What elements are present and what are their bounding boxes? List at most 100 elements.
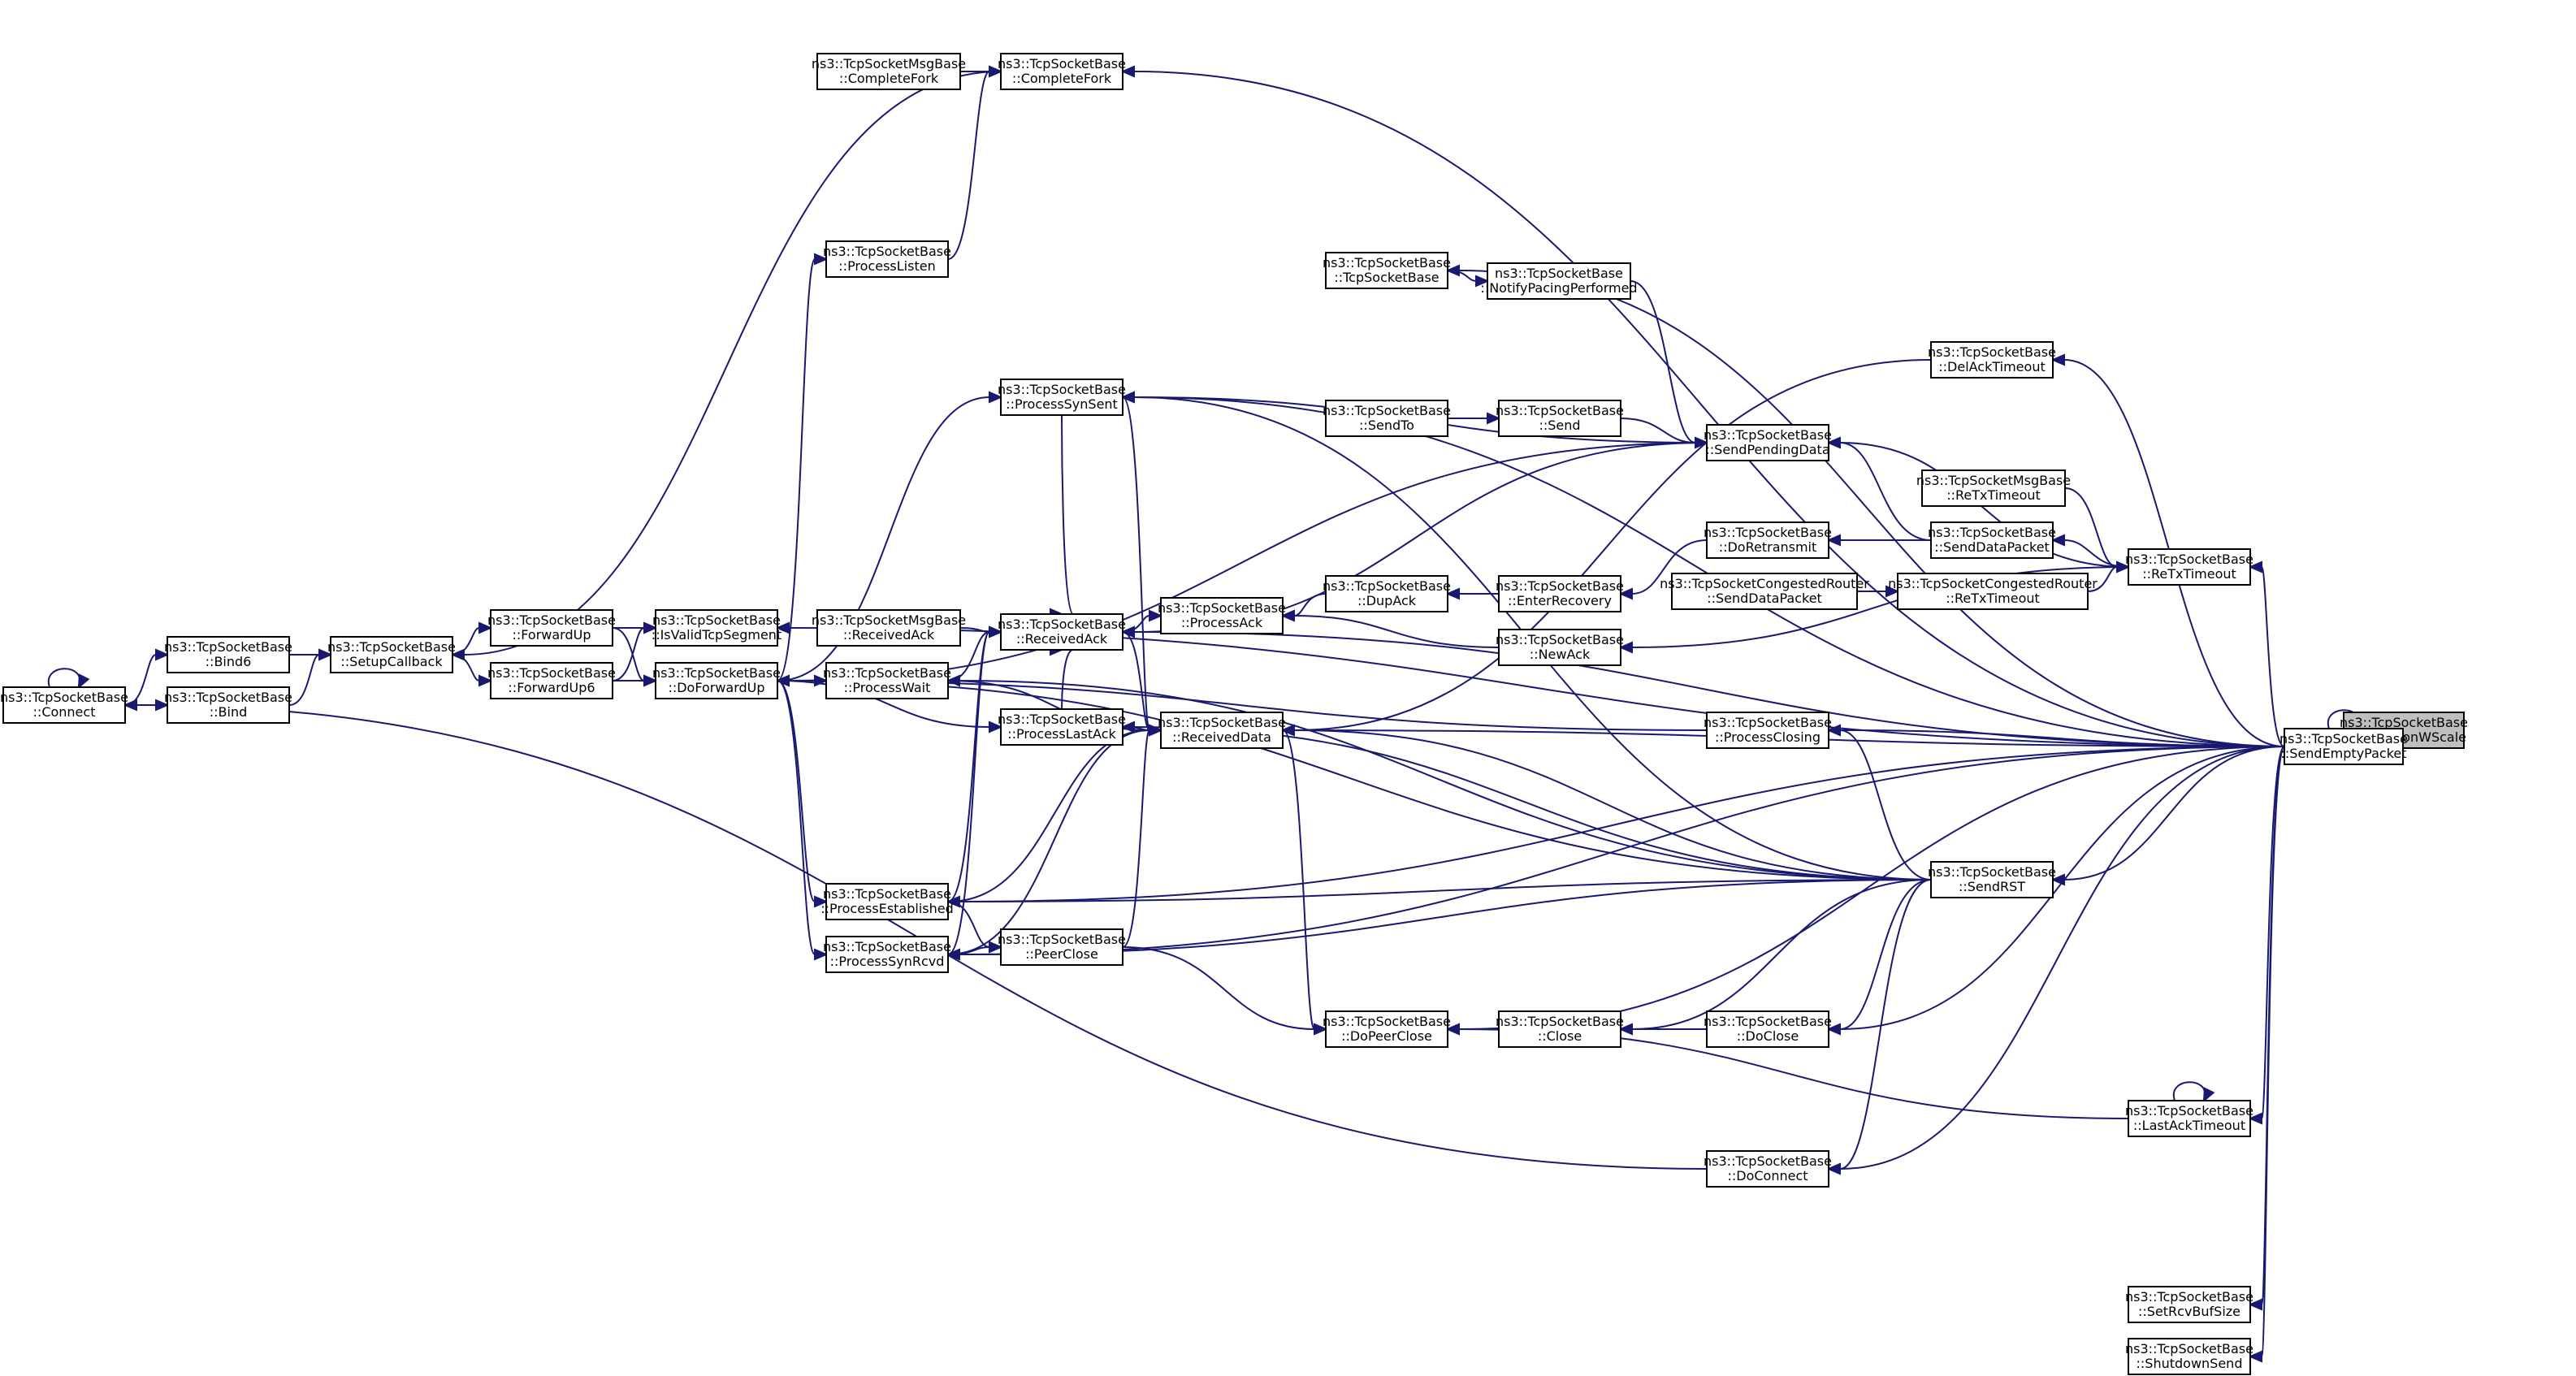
node-new-ack[interactable]: ns3::TcpSocketBase::NewAck	[1496, 629, 1624, 666]
node-do-forward-up[interactable]: ns3::TcpSocketBase::DoForwardUp	[652, 662, 781, 699]
node-msg-re-tx-timeout[interactable]: ns3::TcpSocketMsgBase::ReTxTimeout	[1916, 469, 2071, 507]
node-del-ack-timeout[interactable]: ns3::TcpSocketBase::DelAckTimeout	[1928, 341, 2056, 379]
node-enter-recovery[interactable]: ns3::TcpSocketBase::EnterRecovery	[1496, 575, 1624, 612]
edge-ProcessSynSent-to-ReceivedData	[1122, 396, 1163, 737]
node-bind6[interactable]: ns3::TcpSocketBase::Bind6	[164, 636, 292, 673]
node-send-data-packet[interactable]: ns3::TcpSocketBase::SendDataPacket	[1928, 521, 2056, 559]
node-label-method: ::SetupCallback	[340, 654, 443, 669]
node-label-class: ns3::TcpSocketBase	[1323, 578, 1451, 594]
node-cong-re-tx-timeout[interactable]: ns3::TcpSocketCongestedRouter::ReTxTimeo…	[1888, 573, 2098, 610]
node-process-syn-rcvd[interactable]: ns3::TcpSocketBase::ProcessSynRcvd	[823, 936, 951, 973]
node-label-method: ::ProcessSynSent	[1006, 396, 1118, 412]
node-do-retransmit[interactable]: ns3::TcpSocketBase::DoRetransmit	[1704, 521, 1832, 559]
node-label-method: ::DupAck	[1357, 593, 1417, 608]
node-re-tx-timeout[interactable]: ns3::TcpSocketBase::ReTxTimeout	[2125, 548, 2253, 586]
edge-ProcessEstablished-to-ReceivedData	[947, 724, 1163, 902]
node-label-class: ns3::TcpSocketBase	[652, 612, 781, 628]
node-is-valid-tcp-segment[interactable]: ns3::TcpSocketBase::IsValidTcpSegment	[652, 609, 781, 647]
node-label-method: ::DelAckTimeout	[1938, 359, 2045, 374]
node-label-class: ns3::TcpSocketBase	[998, 617, 1126, 632]
node-label-class: ns3::TcpSocketBase	[1496, 632, 1624, 647]
node-bind[interactable]: ns3::TcpSocketBase::Bind	[164, 686, 292, 724]
edge-CompleteFork-to-SetupCallback	[450, 71, 1002, 661]
node-received-ack[interactable]: ns3::TcpSocketBase::ReceivedAck	[998, 613, 1126, 651]
edge-SendEmptyPacket-to-LastAckTimeout	[2248, 746, 2285, 1125]
node-label-method: ::ProcessLastAck	[1007, 726, 1116, 742]
edge-EnterRecovery-to-DupAck	[1445, 587, 1500, 600]
node-label-class: ns3::TcpSocketBase	[1704, 525, 1832, 540]
node-send-pending-data[interactable]: ns3::TcpSocketBase::SendPendingData	[1704, 424, 1832, 461]
edge-SendRST-to-DoForwardUp	[775, 674, 1932, 881]
node-set-rcv-buf-size[interactable]: ns3::TcpSocketBase::SetRcvBufSize	[2125, 1286, 2253, 1323]
node-process-closing[interactable]: ns3::TcpSocketBase::ProcessClosing	[1704, 712, 1832, 749]
node-tcp-socket-base[interactable]: ns3::TcpSocketBase::TcpSocketBase	[1323, 252, 1451, 289]
node-label-method: ::ForwardUp6	[508, 680, 595, 695]
node-close[interactable]: ns3::TcpSocketBase::Close	[1496, 1010, 1624, 1048]
node-setup-callback[interactable]: ns3::TcpSocketBase::SetupCallback	[327, 636, 456, 673]
edge-DoForwardUp-to-ProcessLastAck	[777, 680, 1003, 733]
edge-SendDataPacket-to-DoRetransmit	[1826, 534, 1931, 547]
node-label-method: ::SendEmptyPacket	[2280, 746, 2406, 761]
edge-ForwardUp6-to-IsValidTcpSegment	[612, 621, 658, 682]
node-send-rst[interactable]: ns3::TcpSocketBase::SendRST	[1928, 861, 2056, 898]
node-do-connect[interactable]: ns3::TcpSocketBase::DoConnect	[1704, 1150, 1832, 1188]
node-label-method: ::SendRST	[1959, 879, 2025, 894]
node-send-to[interactable]: ns3::TcpSocketBase::SendTo	[1323, 400, 1451, 437]
edge-SendDataPacket-to-SendPendingData	[1826, 436, 1932, 541]
node-do-peer-close[interactable]: ns3::TcpSocketBase::DoPeerClose	[1323, 1010, 1451, 1048]
edge-SendEmptyPacket-to-CompleteFork	[1120, 65, 2285, 747]
node-label-class: ns3::TcpSocketBase	[1323, 403, 1451, 418]
edge-SendRST-to-ProcessClosing	[1826, 724, 1932, 881]
node-label-class: ns3::TcpSocketBase	[823, 244, 951, 259]
node-label-method: ::DoConnect	[1727, 1168, 1808, 1183]
node-label-method: ::Connect	[33, 704, 96, 720]
node-send-empty-packet[interactable]: ns3::TcpSocketBase::SendEmptyPacket	[2279, 728, 2408, 765]
node-label-method: ::Bind	[210, 704, 248, 720]
node-label-class: ns3::TcpSocketBase	[1495, 266, 1623, 281]
node-connect[interactable]: ns3::TcpSocketBase::Connect	[0, 686, 128, 724]
node-label-class: ns3::TcpSocketMsgBase	[1916, 473, 2071, 488]
node-cong-send-data-packet[interactable]: ns3::TcpSocketCongestedRouter::SendDataP…	[1660, 573, 1869, 610]
node-process-wait[interactable]: ns3::TcpSocketBase::ProcessWait	[823, 662, 951, 699]
node-process-ack[interactable]: ns3::TcpSocketBase::ProcessAck	[1158, 597, 1286, 634]
node-msg-received-ack[interactable]: ns3::TcpSocketMsgBase::ReceivedAck	[812, 609, 966, 647]
node-process-listen[interactable]: ns3::TcpSocketBase::ProcessListen	[823, 240, 951, 278]
node-dup-ack[interactable]: ns3::TcpSocketBase::DupAck	[1323, 575, 1451, 612]
node-send[interactable]: ns3::TcpSocketBase::Send	[1496, 400, 1624, 437]
node-process-last-ack[interactable]: ns3::TcpSocketBase::ProcessLastAck	[998, 708, 1126, 746]
node-msg-complete-fork[interactable]: ns3::TcpSocketMsgBase::CompleteFork	[812, 53, 966, 90]
node-last-ack-timeout[interactable]: ns3::TcpSocketBase::LastAckTimeout	[2125, 1100, 2253, 1137]
node-label-class: ns3::TcpSocketBase	[2279, 731, 2408, 746]
node-label-method: ::ProcessEstablished	[820, 901, 954, 916]
node-label-method: ::DoForwardUp	[668, 680, 764, 695]
node-label-method: ::ReceivedAck	[843, 627, 935, 643]
node-label-class: ns3::TcpSocketBase	[823, 939, 951, 954]
node-label-class: ns3::TcpSocketBase	[823, 886, 951, 902]
node-forward-up6[interactable]: ns3::TcpSocketBase::ForwardUp6	[487, 662, 616, 699]
node-shutdown-send[interactable]: ns3::TcpSocketBase::ShutdownSend	[2125, 1338, 2253, 1375]
node-peer-close[interactable]: ns3::TcpSocketBase::PeerClose	[998, 928, 1126, 966]
edge-SendRST-to-ProcessLastAck	[1120, 720, 1932, 881]
edge-ProcessSynSent-to-ReceivedAck	[1050, 414, 1074, 621]
edge-SendEmptyPacket-to-ReceivedAck	[1120, 625, 2285, 747]
node-process-syn-sent[interactable]: ns3::TcpSocketBase::ProcessSynSent	[998, 379, 1126, 416]
node-notify-pacing-performed[interactable]: ns3::TcpSocketBase::NotifyPacingPerforme…	[1480, 262, 1638, 300]
edge-LastAckTimeout-to-LastAckTimeout	[2172, 1081, 2215, 1103]
node-complete-fork[interactable]: ns3::TcpSocketBase::CompleteFork	[998, 53, 1126, 90]
edge-ReceivedAck-to-ReceivedData	[1122, 631, 1163, 737]
node-process-established[interactable]: ns3::TcpSocketBase::ProcessEstablished	[820, 883, 954, 920]
edge-DoForwardUp-to-ProcessEstablished	[777, 680, 829, 908]
node-label-class: ns3::TcpSocketBase	[823, 665, 951, 681]
node-received-data[interactable]: ns3::TcpSocketBase::ReceivedData	[1158, 712, 1286, 749]
node-label-class: ns3::TcpSocketMsgBase	[812, 612, 966, 628]
node-label-method: ::ProcessSynRcvd	[830, 954, 945, 969]
node-label-method: ::ReceivedAck	[1016, 631, 1108, 647]
node-label-class: ns3::TcpSocketBase	[1158, 715, 1286, 730]
edge-SendEmptyPacket-to-ProcessSynRcvd	[946, 746, 2285, 961]
edge-ReTxTimeout-to-NewAck	[1618, 566, 2129, 654]
node-do-close[interactable]: ns3::TcpSocketBase::DoClose	[1704, 1010, 1832, 1048]
node-label-method: ::LastAckTimeout	[2133, 1118, 2245, 1133]
edge-PeerClose-to-ReceivedData	[1122, 724, 1163, 948]
edge-SendEmptyPacket-to-ProcessEstablished	[946, 746, 2285, 908]
node-forward-up[interactable]: ns3::TcpSocketBase::ForwardUp	[487, 609, 616, 647]
